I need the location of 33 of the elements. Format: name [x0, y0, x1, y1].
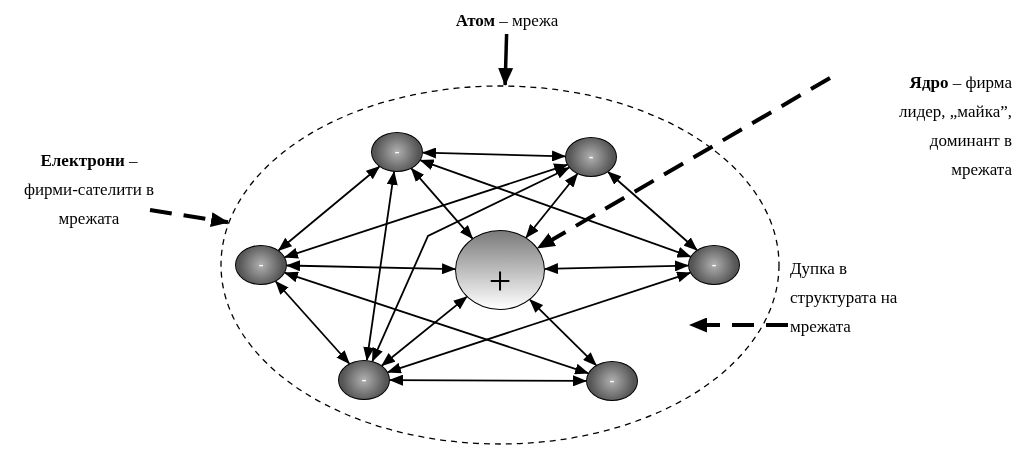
- double-arrow: [283, 271, 590, 375]
- double-arrow: [274, 280, 351, 365]
- dashed-arrow: [536, 76, 831, 250]
- double-arrow: [529, 298, 597, 367]
- double-arrow: [498, 33, 514, 86]
- callout-text: Ядро – фирма лидер, „майка”, доминант в мрежата: [886, 68, 1012, 186]
- callout-text: Електрони – фирми-сателити в мрежата: [22, 146, 156, 234]
- dashed-arrow: [149, 208, 229, 228]
- dashed-arrow: [689, 317, 788, 333]
- electron-circle: -: [586, 361, 638, 401]
- double-arrow: [277, 165, 381, 252]
- nucleus-circle: +: [455, 230, 545, 310]
- double-arrow: [410, 167, 474, 240]
- double-arrow: [286, 260, 456, 275]
- double-arrow: [283, 163, 569, 259]
- double-arrow: [525, 173, 579, 239]
- double-arrow: [371, 166, 570, 362]
- electron-circle: -: [235, 245, 287, 285]
- double-arrow: [544, 260, 689, 275]
- electron-circle: -: [338, 360, 390, 400]
- callout-text: Дупка в структурата на мрежата: [790, 254, 918, 342]
- electron-circle: -: [688, 245, 740, 285]
- electron-circle: -: [565, 137, 617, 177]
- double-arrow: [389, 374, 587, 387]
- double-arrow: [422, 147, 566, 162]
- double-arrow: [363, 170, 398, 362]
- dashed-ellipse: [220, 85, 780, 445]
- double-arrow: [607, 171, 698, 251]
- callout-text: Атом – мрежа: [430, 6, 584, 34]
- double-arrow: [419, 159, 692, 258]
- double-arrow: [381, 296, 468, 367]
- electron-circle: -: [371, 132, 423, 172]
- double-arrow: [386, 271, 692, 374]
